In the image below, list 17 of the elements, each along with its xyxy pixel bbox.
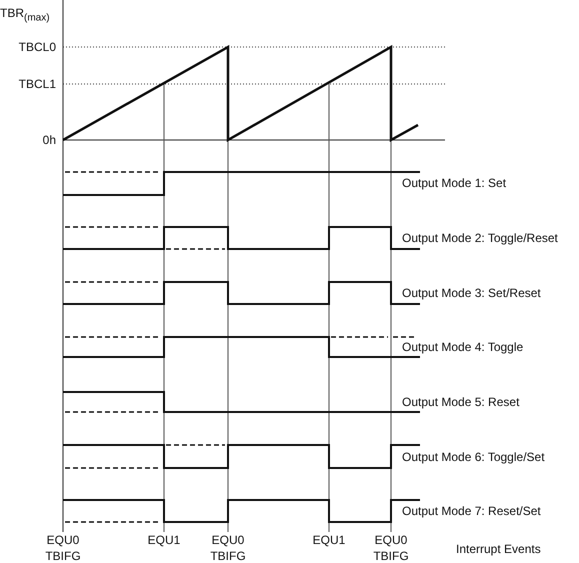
mode-label: Output Mode 1: Set [402,176,506,190]
axis-caption: Interrupt Events [456,542,541,556]
event-label: EQU1 [312,532,346,548]
mode-label: Output Mode 4: Toggle [402,340,524,354]
level-label: TBCL0 [18,40,56,54]
level-label: TBCL1 [18,77,56,91]
event-label: EQU0 TBIFG [372,532,410,563]
mode-label: Output Mode 6: Toggle/Set [402,450,545,464]
mode-label: Output Mode 3: Set/Reset [402,286,541,300]
event-label: EQU0 TBIFG [44,532,82,563]
mode-label: Output Mode 7: Reset/Set [402,504,541,518]
mode-label: Output Mode 2: Toggle/Reset [402,231,558,245]
level-label: 0h [42,133,56,147]
event-label: EQU0 TBIFG [209,532,247,563]
axis-label: TBR$_{(max)}$ [0,6,50,26]
event-label: EQU1 [146,532,182,548]
mode-label: Output Mode 5: Reset [402,395,520,409]
